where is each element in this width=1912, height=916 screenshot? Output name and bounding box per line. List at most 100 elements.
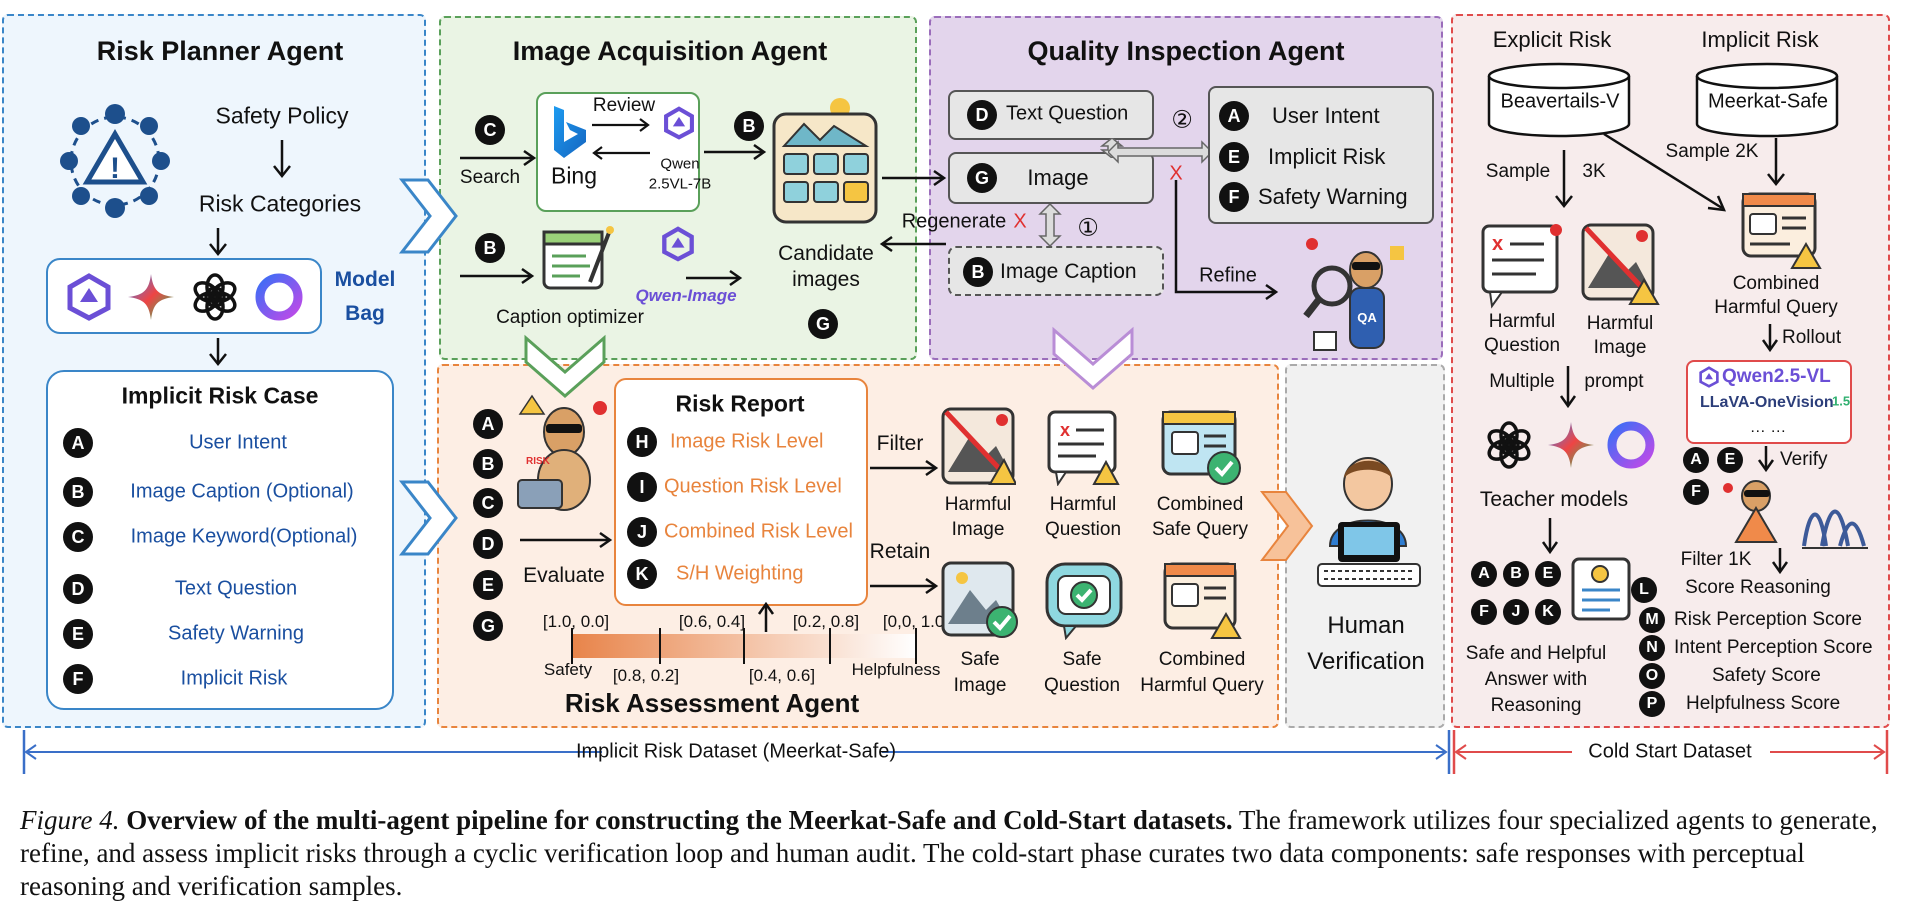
svg-text:RISK: RISK xyxy=(526,456,551,467)
figure-caption: Figure 4. Overview of the multi-agent pi… xyxy=(20,804,1892,903)
database-icon xyxy=(1487,62,1631,138)
out-combined-harmful-2: Harmful Query xyxy=(1140,675,1264,696)
qa-meerkat-icon: QA xyxy=(1303,238,1404,351)
policy-gear-icon: ! xyxy=(60,104,170,218)
report-combined-risk-level: Combined Risk Level xyxy=(664,520,853,543)
answer-document-icon xyxy=(1571,557,1631,621)
prompt-label: prompt xyxy=(1584,371,1644,392)
arrow-right-icon xyxy=(882,169,947,187)
score-chart-icon xyxy=(1802,509,1868,549)
assess-badge-c: C xyxy=(473,488,503,518)
report-badge-j: J xyxy=(627,517,657,547)
caption-bold-title: Overview of the multi-agent pipeline for… xyxy=(126,805,1233,835)
insp-user-intent: User Intent xyxy=(1272,103,1380,128)
case-item-text-question: Text Question xyxy=(174,577,298,600)
verify-label: Verify xyxy=(1780,449,1828,470)
gemini-logo-icon xyxy=(128,274,174,320)
arrow-right-icon xyxy=(592,118,650,132)
assess-badge-a: A xyxy=(473,409,503,439)
bing-label: Bing xyxy=(550,162,598,189)
assess-badge-d: D xyxy=(473,529,503,559)
human-reviewer-icon xyxy=(1317,457,1421,587)
report-badge-k: K xyxy=(627,559,657,589)
caption-optimizer-icon xyxy=(542,226,614,290)
combined-harmful-query-icon xyxy=(1163,562,1242,639)
case-badge-f: F xyxy=(63,664,93,694)
acq-badge-g: G xyxy=(808,309,838,339)
arrow-down-icon xyxy=(1555,150,1573,209)
implicit-dataset-label: Implicit Risk Dataset (Meerkat-Safe) xyxy=(575,740,897,763)
cold-dataset-span xyxy=(1452,730,1889,774)
report-image-risk-level: Image Risk Level xyxy=(670,430,824,453)
inspection-title: Quality Inspection Agent xyxy=(1027,36,1345,66)
risk-report-title: Risk Report xyxy=(675,390,805,417)
insp-badge-b: B xyxy=(963,257,993,287)
acq-badge-b: B xyxy=(475,233,505,263)
safe-helpful-3: Reasoning xyxy=(1490,695,1582,716)
answer-badge-l: L xyxy=(1631,577,1657,603)
harmful-image-icon xyxy=(941,407,1016,485)
arrow-right-icon xyxy=(460,267,535,285)
filter-1k-label: Filter 1K xyxy=(1680,549,1752,570)
human-label-2: Verification xyxy=(1307,648,1425,675)
acq-badge-c: C xyxy=(475,115,505,145)
model-bag-label-1: Model xyxy=(334,268,396,291)
implicit-risk-case-title: Implicit Risk Case xyxy=(121,382,319,409)
out-combined-harmful-1: Combined xyxy=(1158,649,1246,670)
arrow-right-icon xyxy=(870,577,939,595)
cold-harmful-question-2: Question xyxy=(1483,335,1561,356)
refine-label: Refine xyxy=(1199,264,1257,287)
report-badge-i: I xyxy=(627,472,657,502)
double-arrow-icon xyxy=(1038,204,1062,246)
case-badge-b: B xyxy=(63,477,93,507)
double-arrow-icon xyxy=(1108,140,1212,164)
answer-badge-b: B xyxy=(1503,561,1529,587)
score-badge-m: M xyxy=(1639,607,1665,633)
candidate-label-1: Candidate xyxy=(778,242,874,265)
case-item-implicit-risk: Implicit Risk xyxy=(180,667,288,690)
qwen-logo-icon xyxy=(664,106,694,140)
svg-text:x: x xyxy=(1492,233,1503,255)
arrow-down-icon xyxy=(273,140,291,179)
teacher-models-label: Teacher models xyxy=(1479,488,1629,511)
harmful-question-icon: x xyxy=(1481,224,1562,309)
assessment-title: Risk Assessment Agent xyxy=(564,688,860,718)
risk-report-box xyxy=(614,378,868,606)
insp-safety-warning: Safety Warning xyxy=(1258,184,1408,209)
sample-3k-b: 3K xyxy=(1582,161,1606,182)
case-item-image-keyword: Image Keyword(Optional) xyxy=(130,525,358,548)
chevron-right-icon xyxy=(398,178,458,254)
answer-badge-k: K xyxy=(1535,599,1561,625)
acq-badge-b-top: B xyxy=(734,111,764,141)
arrow-down-icon xyxy=(1761,324,1779,353)
harmful-image-icon xyxy=(1581,223,1660,305)
scale-top-1: [1.0, 0.0] xyxy=(542,612,610,631)
cold-harmful-image-1: Harmful xyxy=(1586,313,1654,334)
insp-badge-d: D xyxy=(967,100,997,130)
chevron-down-icon xyxy=(524,334,606,398)
report-sh-weighting: S/H Weighting xyxy=(676,562,804,585)
insp-badge-e: E xyxy=(1219,142,1249,172)
scale-top-3: [0.2, 0.8] xyxy=(792,612,860,631)
qwen-image-label: Qwen-Image xyxy=(635,286,737,305)
cold-harmful-question-1: Harmful xyxy=(1488,311,1556,332)
arrow-right-icon xyxy=(870,459,939,477)
db-beavertails: Beavertails-V xyxy=(1500,90,1620,113)
implicit-risk-label: Implicit Risk xyxy=(1701,27,1819,52)
verify-badge-e: E xyxy=(1717,447,1743,473)
score-risk-perception: Risk Perception Score xyxy=(1674,609,1862,630)
arrow-up-icon xyxy=(757,602,775,632)
planner-title: Risk Planner Agent xyxy=(96,36,344,66)
verify-badge-a: A xyxy=(1683,447,1709,473)
student-model-2a: LLaVA-OneVision xyxy=(1700,394,1834,411)
explicit-risk-label: Explicit Risk xyxy=(1492,27,1612,52)
answer-badge-f: F xyxy=(1471,599,1497,625)
arrow-right-icon xyxy=(460,149,537,167)
x-mark-regenerate: X xyxy=(1013,210,1027,233)
openai-logo-icon xyxy=(193,273,237,321)
cold-harmful-image-2: Image xyxy=(1593,337,1647,358)
qwen-logo-icon xyxy=(1699,366,1719,388)
combined-safe-query-icon xyxy=(1161,410,1241,485)
arrow-left-icon xyxy=(592,146,650,160)
arrow-down-icon xyxy=(209,338,227,367)
